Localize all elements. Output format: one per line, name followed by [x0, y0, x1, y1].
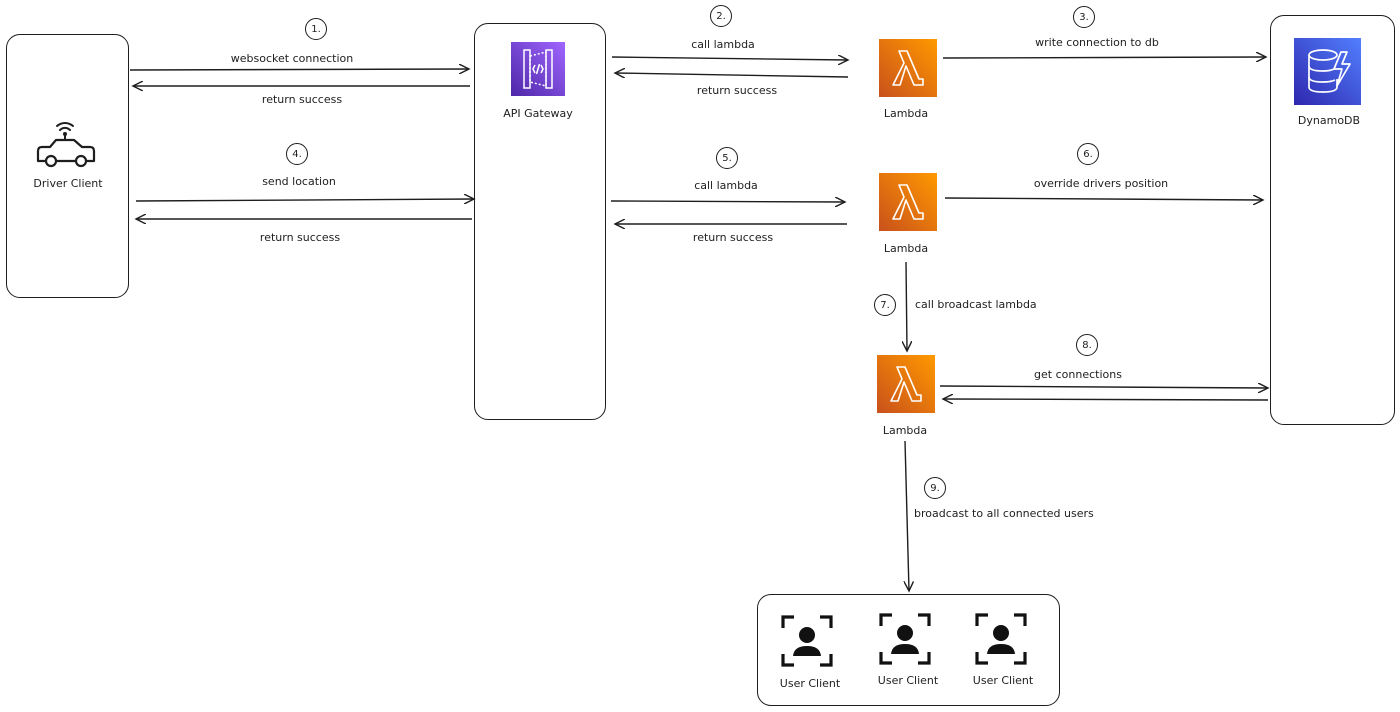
arrow-write-db [942, 57, 1266, 58]
api-gateway-icon [511, 42, 565, 100]
edge-label-call-lambda-1: call lambda [691, 38, 755, 51]
edge-label-websocket: websocket connection [230, 52, 354, 65]
user-client-label-1: User Client [779, 677, 841, 690]
arrow-connections-return [943, 399, 1269, 400]
step-marker-7: 7. [874, 294, 896, 316]
arrow-call-broadcast [906, 261, 907, 351]
edge-label-return-2: return success [696, 84, 778, 97]
step-marker-6: 6. [1077, 143, 1099, 165]
lambda-label-3: Lambda [882, 424, 928, 437]
user-client-label-3: User Client [972, 674, 1034, 687]
edge-label-override: override drivers position [1033, 177, 1169, 190]
step-marker-1: 1. [305, 18, 327, 40]
arrow-return-2 [615, 73, 849, 77]
car-icon [36, 113, 96, 173]
dynamodb-label: DynamoDB [1297, 114, 1361, 127]
edge-label-get-connections: get connections [1034, 368, 1122, 381]
step-marker-9: 9. [924, 477, 946, 499]
step-marker-4: 4. [286, 143, 308, 165]
arrow-get-connections [939, 386, 1268, 388]
edge-label-return-4: return success [692, 231, 774, 244]
edge-label-call-broadcast: call broadcast lambda [915, 298, 1037, 311]
arrow-websocket [129, 69, 469, 70]
arrow-call-lambda-2 [610, 201, 845, 202]
edge-label-return-1: return success [261, 93, 343, 106]
edge-label-write-db: write connection to db [1035, 36, 1159, 49]
user-face-icon-1 [780, 614, 834, 672]
step-marker-8: 8. [1076, 334, 1098, 356]
arrow-call-lambda-1 [611, 57, 848, 60]
edge-label-send-location: send location [262, 175, 336, 188]
lambda-icon-2 [879, 173, 937, 235]
user-client-label-2: User Client [877, 674, 939, 687]
user-face-icon-3 [974, 612, 1028, 670]
edge-label-call-lambda-2: call lambda [694, 179, 758, 192]
lambda-icon-3 [877, 355, 935, 417]
lambda-label-2: Lambda [883, 242, 929, 255]
driver-client-box [6, 34, 129, 298]
step-marker-3: 3. [1073, 6, 1095, 28]
lambda-icon-1 [879, 39, 937, 101]
step-marker-5: 5. [716, 147, 738, 169]
dynamodb-icon [1294, 38, 1361, 109]
step-marker-2: 2. [710, 5, 732, 27]
arrow-broadcast [905, 440, 909, 591]
lambda-label-1: Lambda [883, 107, 929, 120]
edge-label-broadcast: broadcast to all connected users [914, 507, 1094, 520]
arrow-send-location [135, 199, 474, 201]
user-face-icon-2 [878, 612, 932, 670]
driver-client-label: Driver Client [33, 177, 103, 190]
edge-label-return-3: return success [259, 231, 341, 244]
arrow-override [944, 198, 1263, 200]
api-gateway-label: API Gateway [503, 107, 573, 120]
